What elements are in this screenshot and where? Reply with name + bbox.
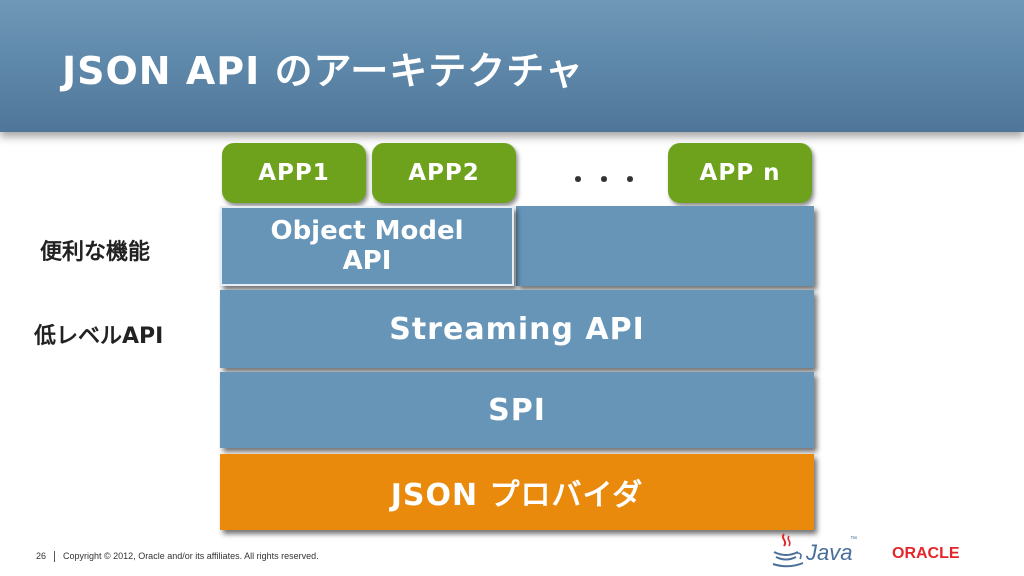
java-wordmark: Java — [806, 540, 853, 565]
ellipsis: ・・・ — [566, 166, 644, 194]
low-level-api-label: 低レベルAPI — [34, 324, 164, 349]
app1-box: APP1 — [222, 143, 366, 203]
object-model-api-label: Object Model API — [270, 216, 464, 276]
appn-box: APP n — [668, 143, 812, 203]
convenient-features-label: 便利な機能 — [40, 240, 151, 265]
java-logo: Java ™ — [770, 530, 870, 570]
app2-box: APP2 — [372, 143, 516, 203]
slide-title: JSON API のアーキテクチャ — [62, 49, 584, 93]
footer: 26 Copyright © 2012, Oracle and/or its af… — [36, 551, 319, 563]
oracle-logo: ORACLE — [892, 545, 960, 562]
copyright-text: Copyright © 2012, Oracle and/or its affi… — [63, 551, 319, 561]
streaming-api-layer: Streaming API — [220, 290, 814, 368]
json-provider-layer: JSON プロバイダ — [220, 454, 814, 530]
spi-layer: SPI — [220, 372, 814, 448]
title-bar: JSON API のアーキテクチャ — [0, 0, 1024, 132]
footer-separator — [54, 551, 56, 563]
right-upper-area — [516, 206, 814, 286]
java-trademark: ™ — [850, 536, 857, 543]
object-model-api-layer: Object Model API — [220, 206, 514, 286]
page-number: 26 — [36, 551, 47, 561]
java-cup-icon — [772, 533, 804, 568]
